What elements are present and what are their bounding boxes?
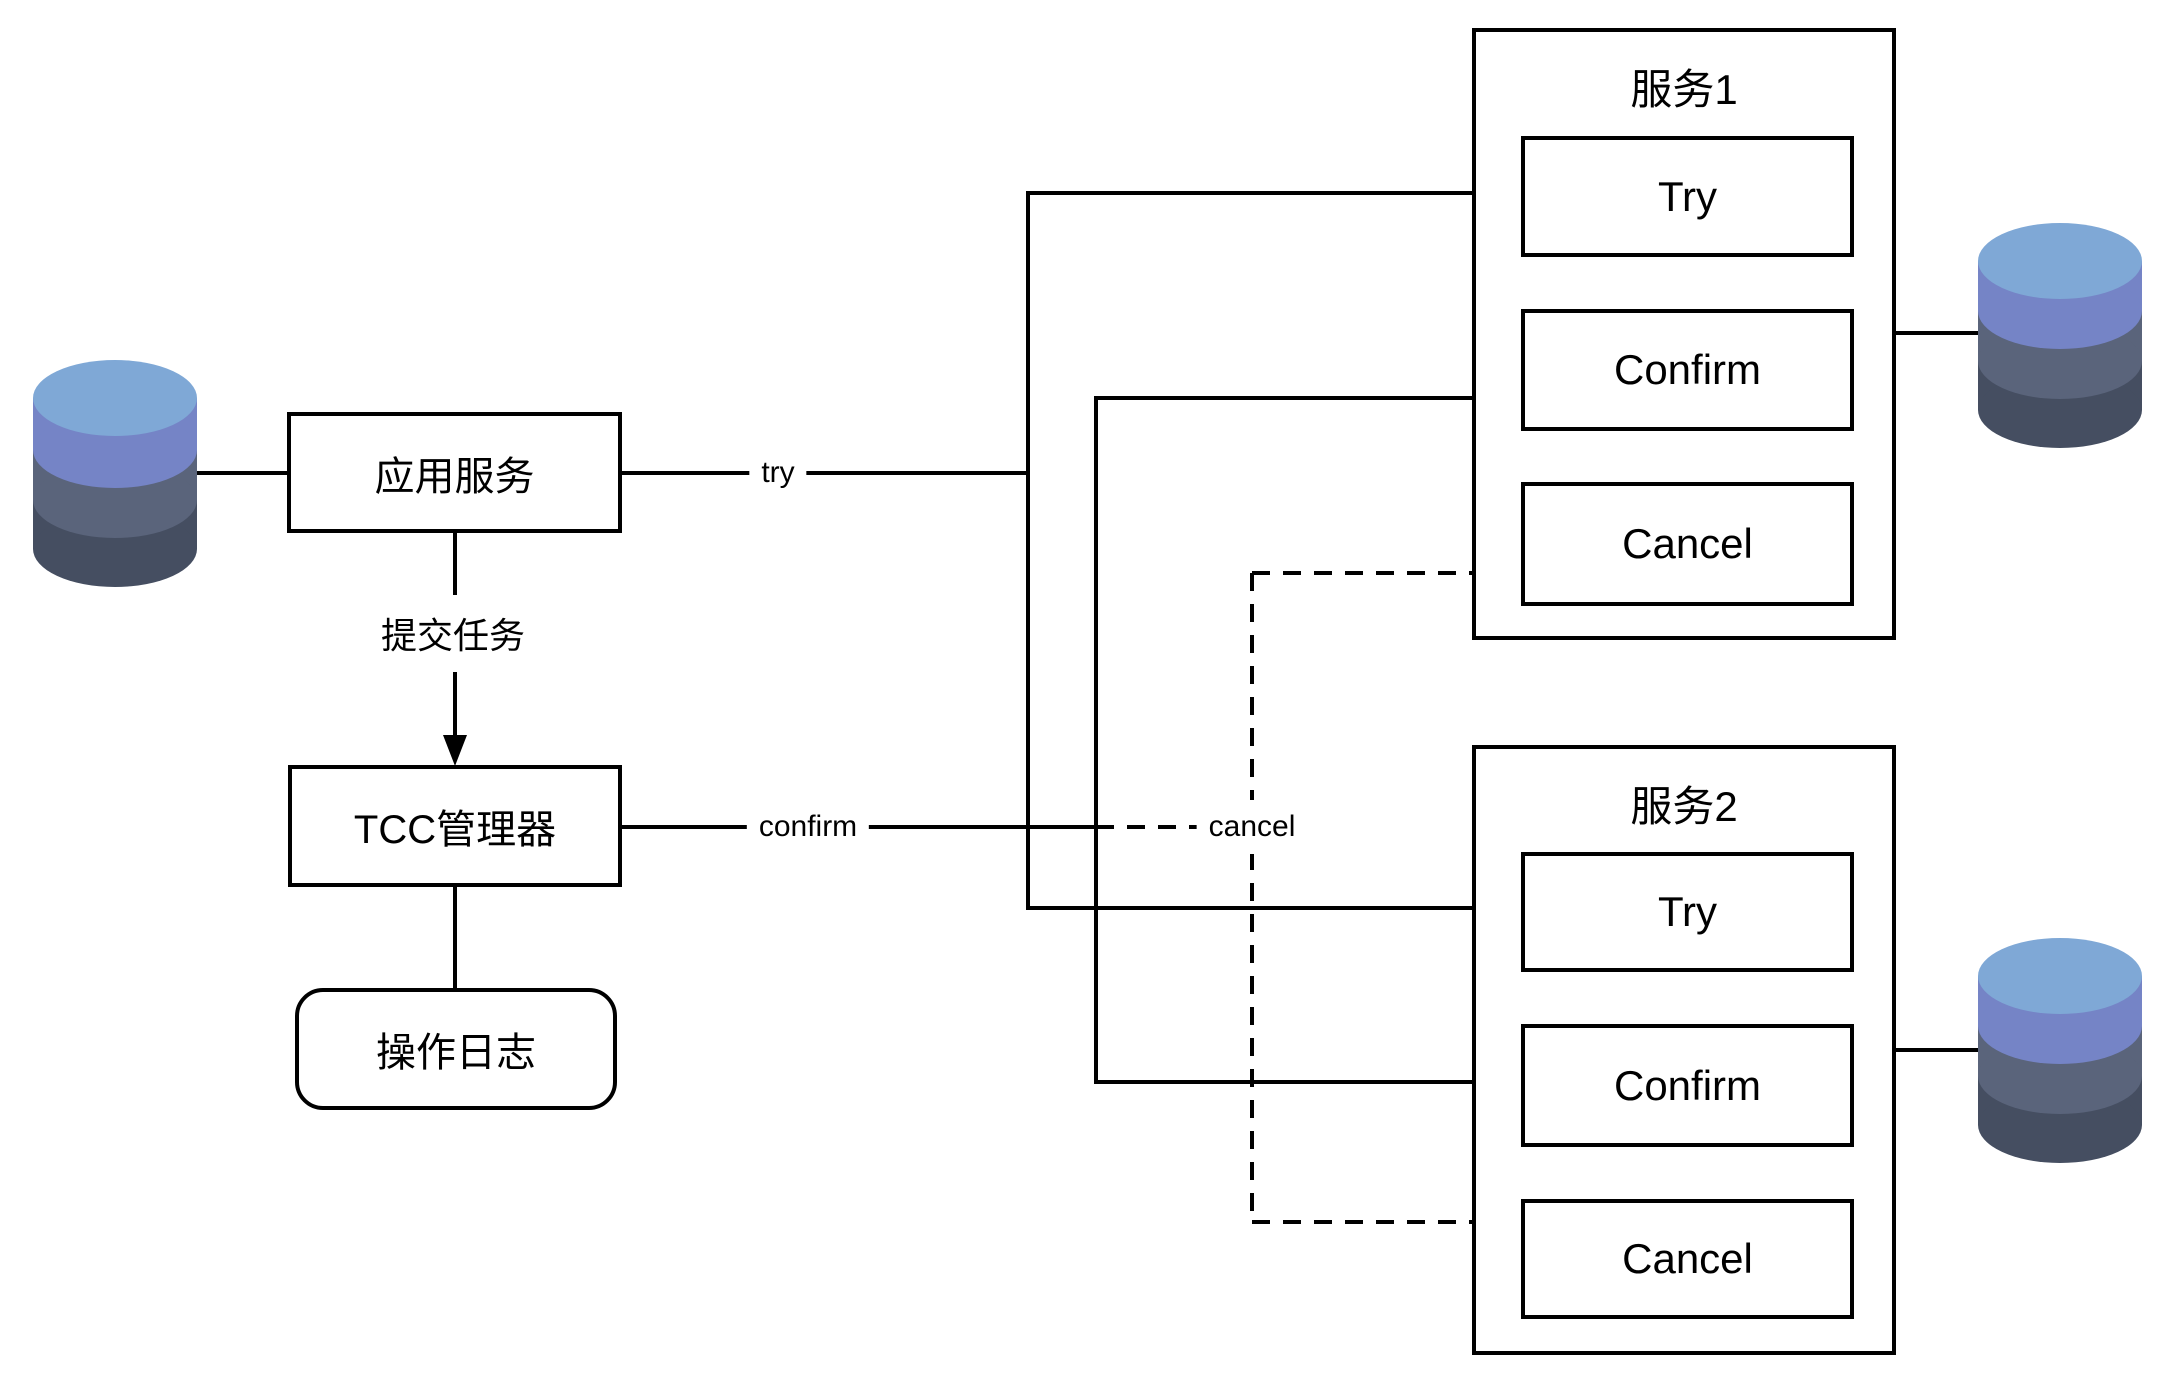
service1-title: 服务1: [1630, 66, 1738, 113]
service1-cancel-label: Cancel: [1622, 520, 1753, 567]
node-operation-log: 操作日志: [295, 988, 617, 1110]
service2-try-label: Try: [1657, 888, 1718, 935]
service1-cancel-box: Cancel: [1521, 482, 1854, 606]
node-service2: 服务2 Try Confirm Cancel: [1472, 745, 1896, 1355]
database-icon-service2: [1978, 938, 2142, 1163]
service1-try-label: Try: [1657, 172, 1718, 220]
node-operation-log-label: 操作日志: [376, 1031, 536, 1075]
service1-confirm-label: Confirm: [1613, 346, 1762, 393]
node-app-service-label: 应用服务: [374, 454, 535, 499]
service2-cancel-label: Cancel: [1622, 1235, 1753, 1282]
service1-confirm-box: Confirm: [1521, 309, 1854, 431]
service2-cancel-box: Cancel: [1521, 1199, 1854, 1319]
node-app-service: 应用服务: [287, 412, 622, 533]
arrowhead-submit-tcc: [443, 735, 467, 766]
service2-title: 服务2: [1630, 783, 1738, 830]
edge-label-cancel: cancel: [1196, 800, 1308, 854]
edge-label-try: try: [749, 446, 807, 500]
edge-label-confirm: confirm: [746, 800, 870, 854]
service2-try-box: Try: [1521, 852, 1854, 972]
service2-confirm-box: Confirm: [1521, 1024, 1854, 1147]
node-service1: 服务1 Try Confirm Cancel: [1472, 28, 1896, 640]
database-icon-service1: [1978, 223, 2142, 448]
service2-confirm-label: Confirm: [1613, 1061, 1762, 1109]
edge-label-submit-task: 提交任务: [368, 597, 538, 669]
node-tcc-manager: TCC管理器: [288, 765, 622, 887]
service1-try-box: Try: [1521, 136, 1854, 257]
database-icon-left: [33, 360, 197, 587]
node-tcc-manager-label: TCC管理器: [353, 808, 557, 852]
